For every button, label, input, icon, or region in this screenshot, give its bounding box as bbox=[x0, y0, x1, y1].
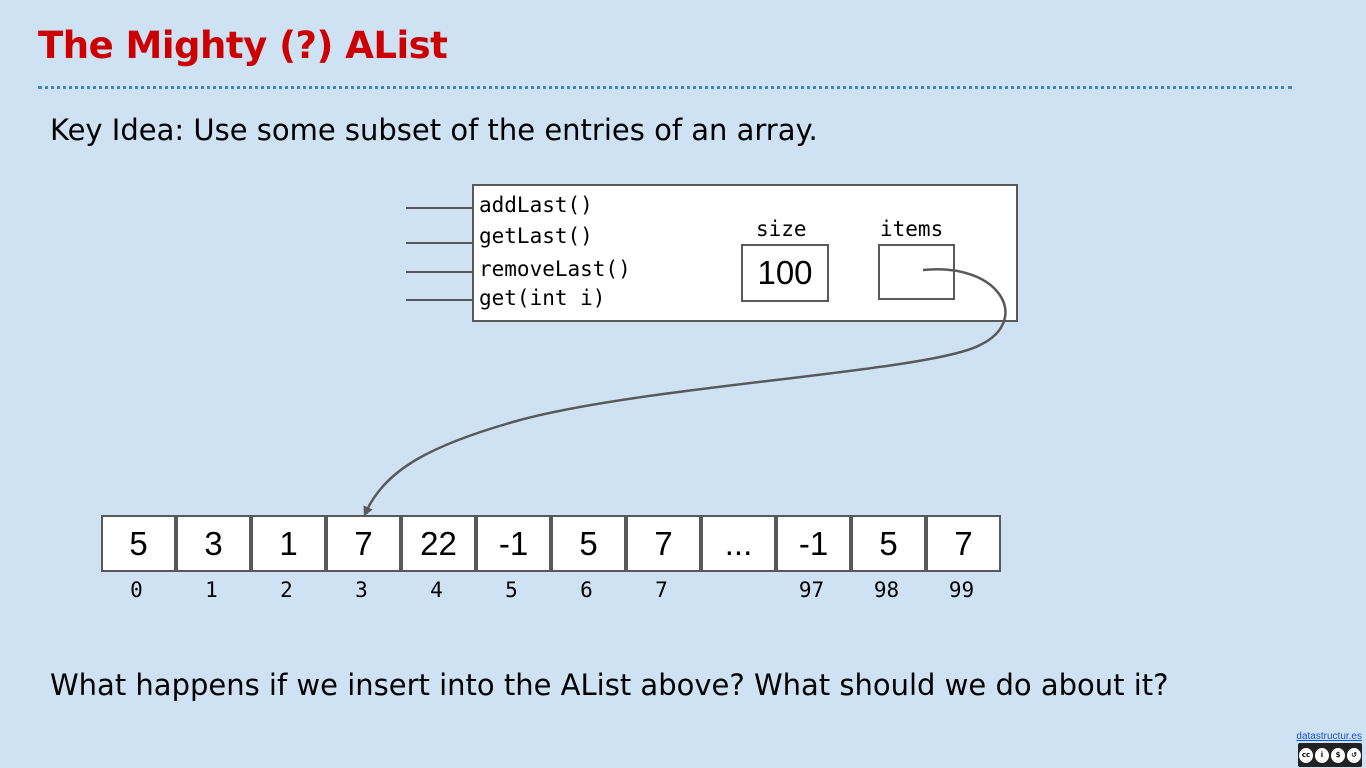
array-cell: 5 bbox=[551, 515, 626, 572]
method-getlast: getLast() bbox=[479, 224, 593, 248]
array-index-label: 7 bbox=[655, 578, 668, 602]
items-pointer-arrow bbox=[363, 268, 1007, 517]
array-index-label: 99 bbox=[948, 578, 975, 602]
array-index-label: 2 bbox=[280, 578, 293, 602]
key-idea-text: Key Idea: Use some subset of the entries… bbox=[50, 113, 818, 147]
array-cell: -1 bbox=[776, 515, 851, 572]
array-index-label: 6 bbox=[580, 578, 593, 602]
items-label: items bbox=[880, 217, 944, 241]
array-cell: 7 bbox=[626, 515, 701, 572]
array-index-label: 4 bbox=[430, 578, 443, 602]
method-addlast: addLast() bbox=[479, 193, 593, 217]
datastructures-link[interactable]: datastructur.es bbox=[1296, 731, 1362, 742]
items-field-box bbox=[878, 244, 955, 300]
title-divider bbox=[38, 86, 1292, 89]
array-cell: 7 bbox=[926, 515, 1001, 572]
by-icon: i bbox=[1315, 747, 1329, 763]
size-field-box: 100 bbox=[741, 244, 829, 302]
cc-by-nc-sa-icon: cc i $ ↺ bbox=[1298, 743, 1362, 767]
array-cell: 22 bbox=[401, 515, 476, 572]
method-get: get(int i) bbox=[479, 286, 606, 310]
array-cell: 3 bbox=[176, 515, 251, 572]
question-text: What happens if we insert into the AList… bbox=[50, 668, 1169, 702]
cc-icon: cc bbox=[1299, 747, 1313, 763]
array-cell: 7 bbox=[326, 515, 401, 572]
size-value: 100 bbox=[757, 254, 813, 291]
array-cell: 5 bbox=[101, 515, 176, 572]
array-index-label: 0 bbox=[130, 578, 143, 602]
array-index-label: 5 bbox=[505, 578, 518, 602]
slide-title: The Mighty (?) AList bbox=[38, 24, 448, 67]
array-cell: ... bbox=[701, 515, 776, 572]
sa-icon: ↺ bbox=[1347, 747, 1361, 763]
method-removelast: removeLast() bbox=[479, 257, 631, 281]
array-index-label: 97 bbox=[798, 578, 825, 602]
nc-icon: $ bbox=[1331, 747, 1345, 763]
array-index-label: 98 bbox=[873, 578, 900, 602]
array-cell: 5 bbox=[851, 515, 926, 572]
array-cell: 1 bbox=[251, 515, 326, 572]
array-index-label: 3 bbox=[355, 578, 368, 602]
size-label: size bbox=[756, 217, 807, 241]
array-cell: -1 bbox=[476, 515, 551, 572]
array-index-label: 1 bbox=[205, 578, 218, 602]
